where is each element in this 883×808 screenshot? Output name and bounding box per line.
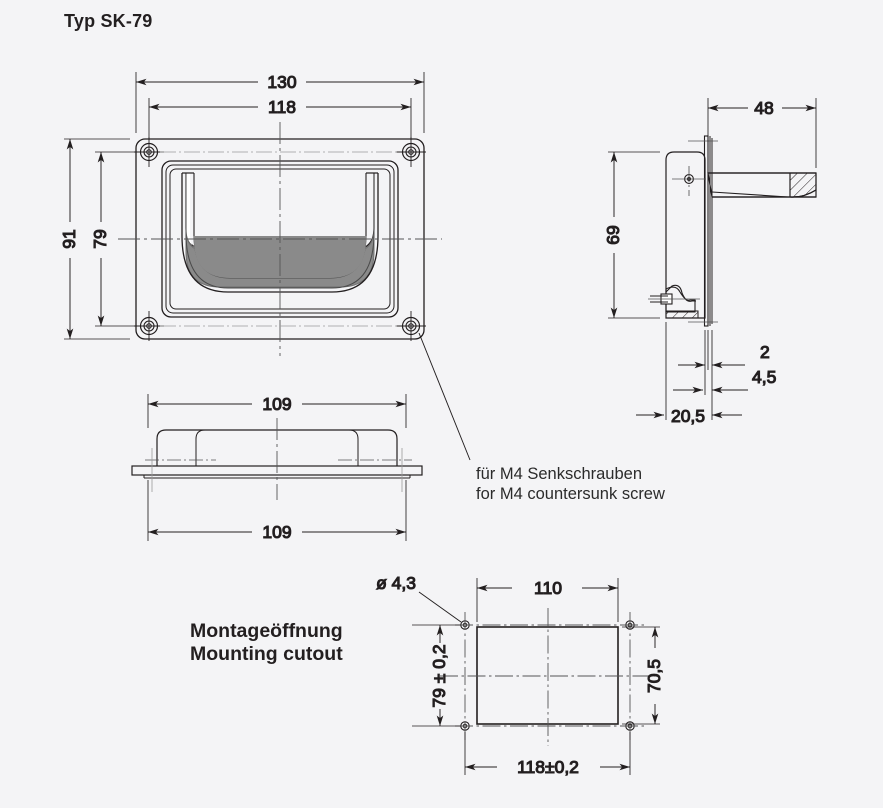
cutout-view-geometry: [440, 608, 655, 746]
dim-48-label: 48: [754, 98, 773, 118]
side-view-ext-lines: [608, 98, 817, 420]
dim-109-top-label: 109: [262, 394, 291, 414]
dim-79-cutout-label: 79 ± 0,2: [429, 644, 449, 707]
dim-118-cutout-label: 118±0,2: [517, 757, 579, 777]
mounting-cutout-label: Montageöffnung Mounting cutout: [190, 620, 343, 665]
side-view-geometry: [648, 135, 817, 327]
dim-2-label: 2: [760, 342, 770, 362]
dim-79-front-label: 79: [90, 229, 110, 248]
cutout-view-ext-lines: [412, 578, 660, 775]
dim-130-label: 130: [267, 72, 296, 92]
dim-118-label: 118: [268, 97, 296, 117]
countersunk-screw-note: für M4 Senkschrauben for M4 countersunk …: [476, 465, 665, 504]
dia-43-label: ø 4,3: [376, 573, 416, 593]
dim-69-label: 69: [603, 225, 623, 244]
page-title: Typ SK-79: [64, 11, 153, 31]
bottom-view-geometry: [131, 418, 423, 500]
dim-91-label: 91: [59, 229, 79, 248]
front-view-ext-lines: [64, 72, 425, 340]
dim-45-label: 4,5: [752, 367, 776, 387]
dim-205-label: 20,5: [671, 406, 705, 426]
dim-705-label: 70,5: [644, 659, 664, 693]
dim-110-label: 110: [534, 578, 562, 598]
front-view-geometry: [118, 122, 442, 356]
dim-109-bottom-label: 109: [262, 522, 291, 542]
dia-43-leader: [418, 591, 462, 623]
note-leader: [418, 332, 471, 461]
